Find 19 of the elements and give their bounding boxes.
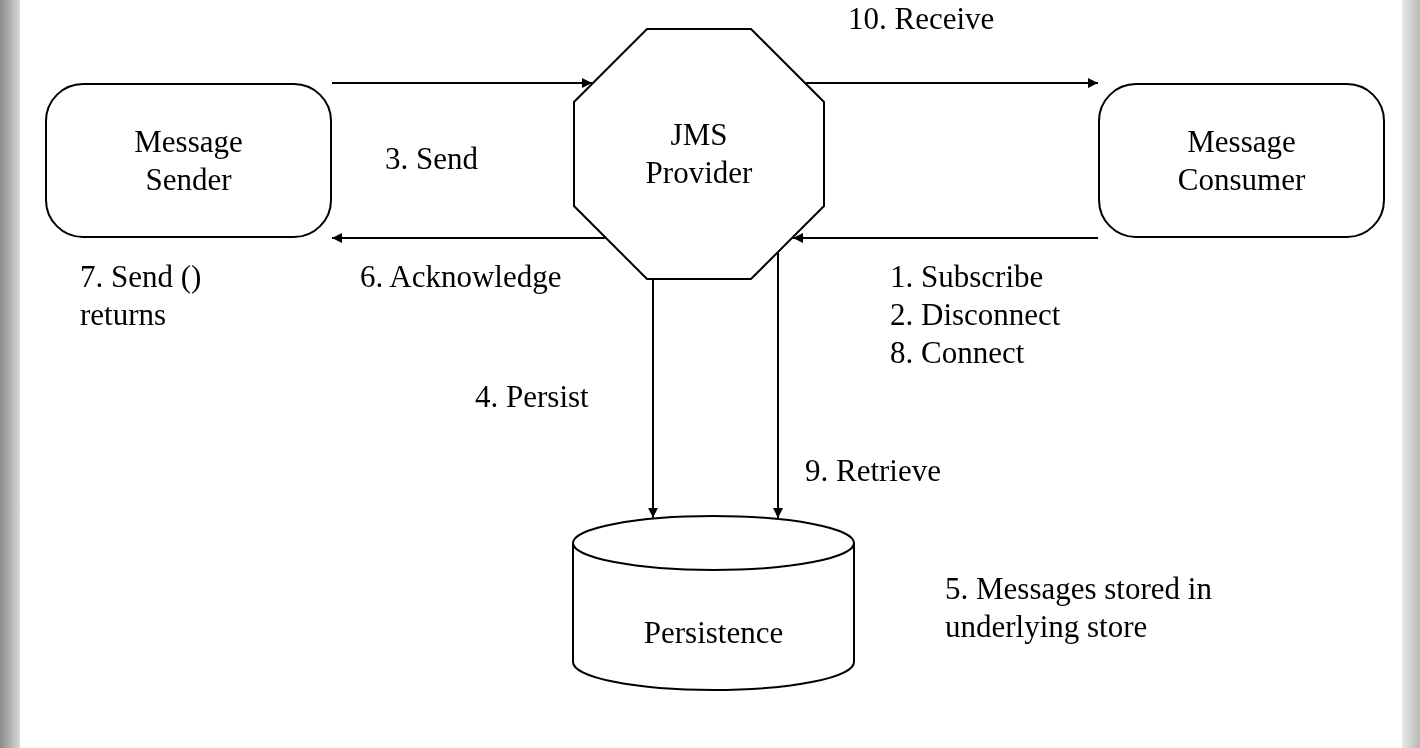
node-label: Message Sender — [133, 122, 244, 199]
process-box — [1098, 83, 1385, 238]
process-box — [45, 83, 332, 238]
arrow — [648, 279, 658, 519]
arrow — [792, 233, 1099, 243]
arrow — [331, 233, 606, 243]
provider-octagon — [573, 28, 825, 280]
node-label: Message Consumer — [1176, 122, 1307, 199]
arrow — [331, 78, 593, 88]
node-label: JMS Provider — [644, 116, 754, 192]
step-label: 2. Disconnect — [890, 296, 1062, 334]
arrow — [773, 252, 783, 520]
node-label: Persistence — [642, 613, 785, 652]
arrow — [805, 78, 1099, 88]
node-annotation: 7. Send () returns — [80, 258, 203, 334]
node-annotation: 5. Messages stored in underlying store — [945, 570, 1213, 646]
step-label: 8. Connect — [890, 334, 1026, 372]
database-cylinder — [572, 515, 855, 690]
step-label: 1. Subscribe — [890, 258, 1045, 296]
